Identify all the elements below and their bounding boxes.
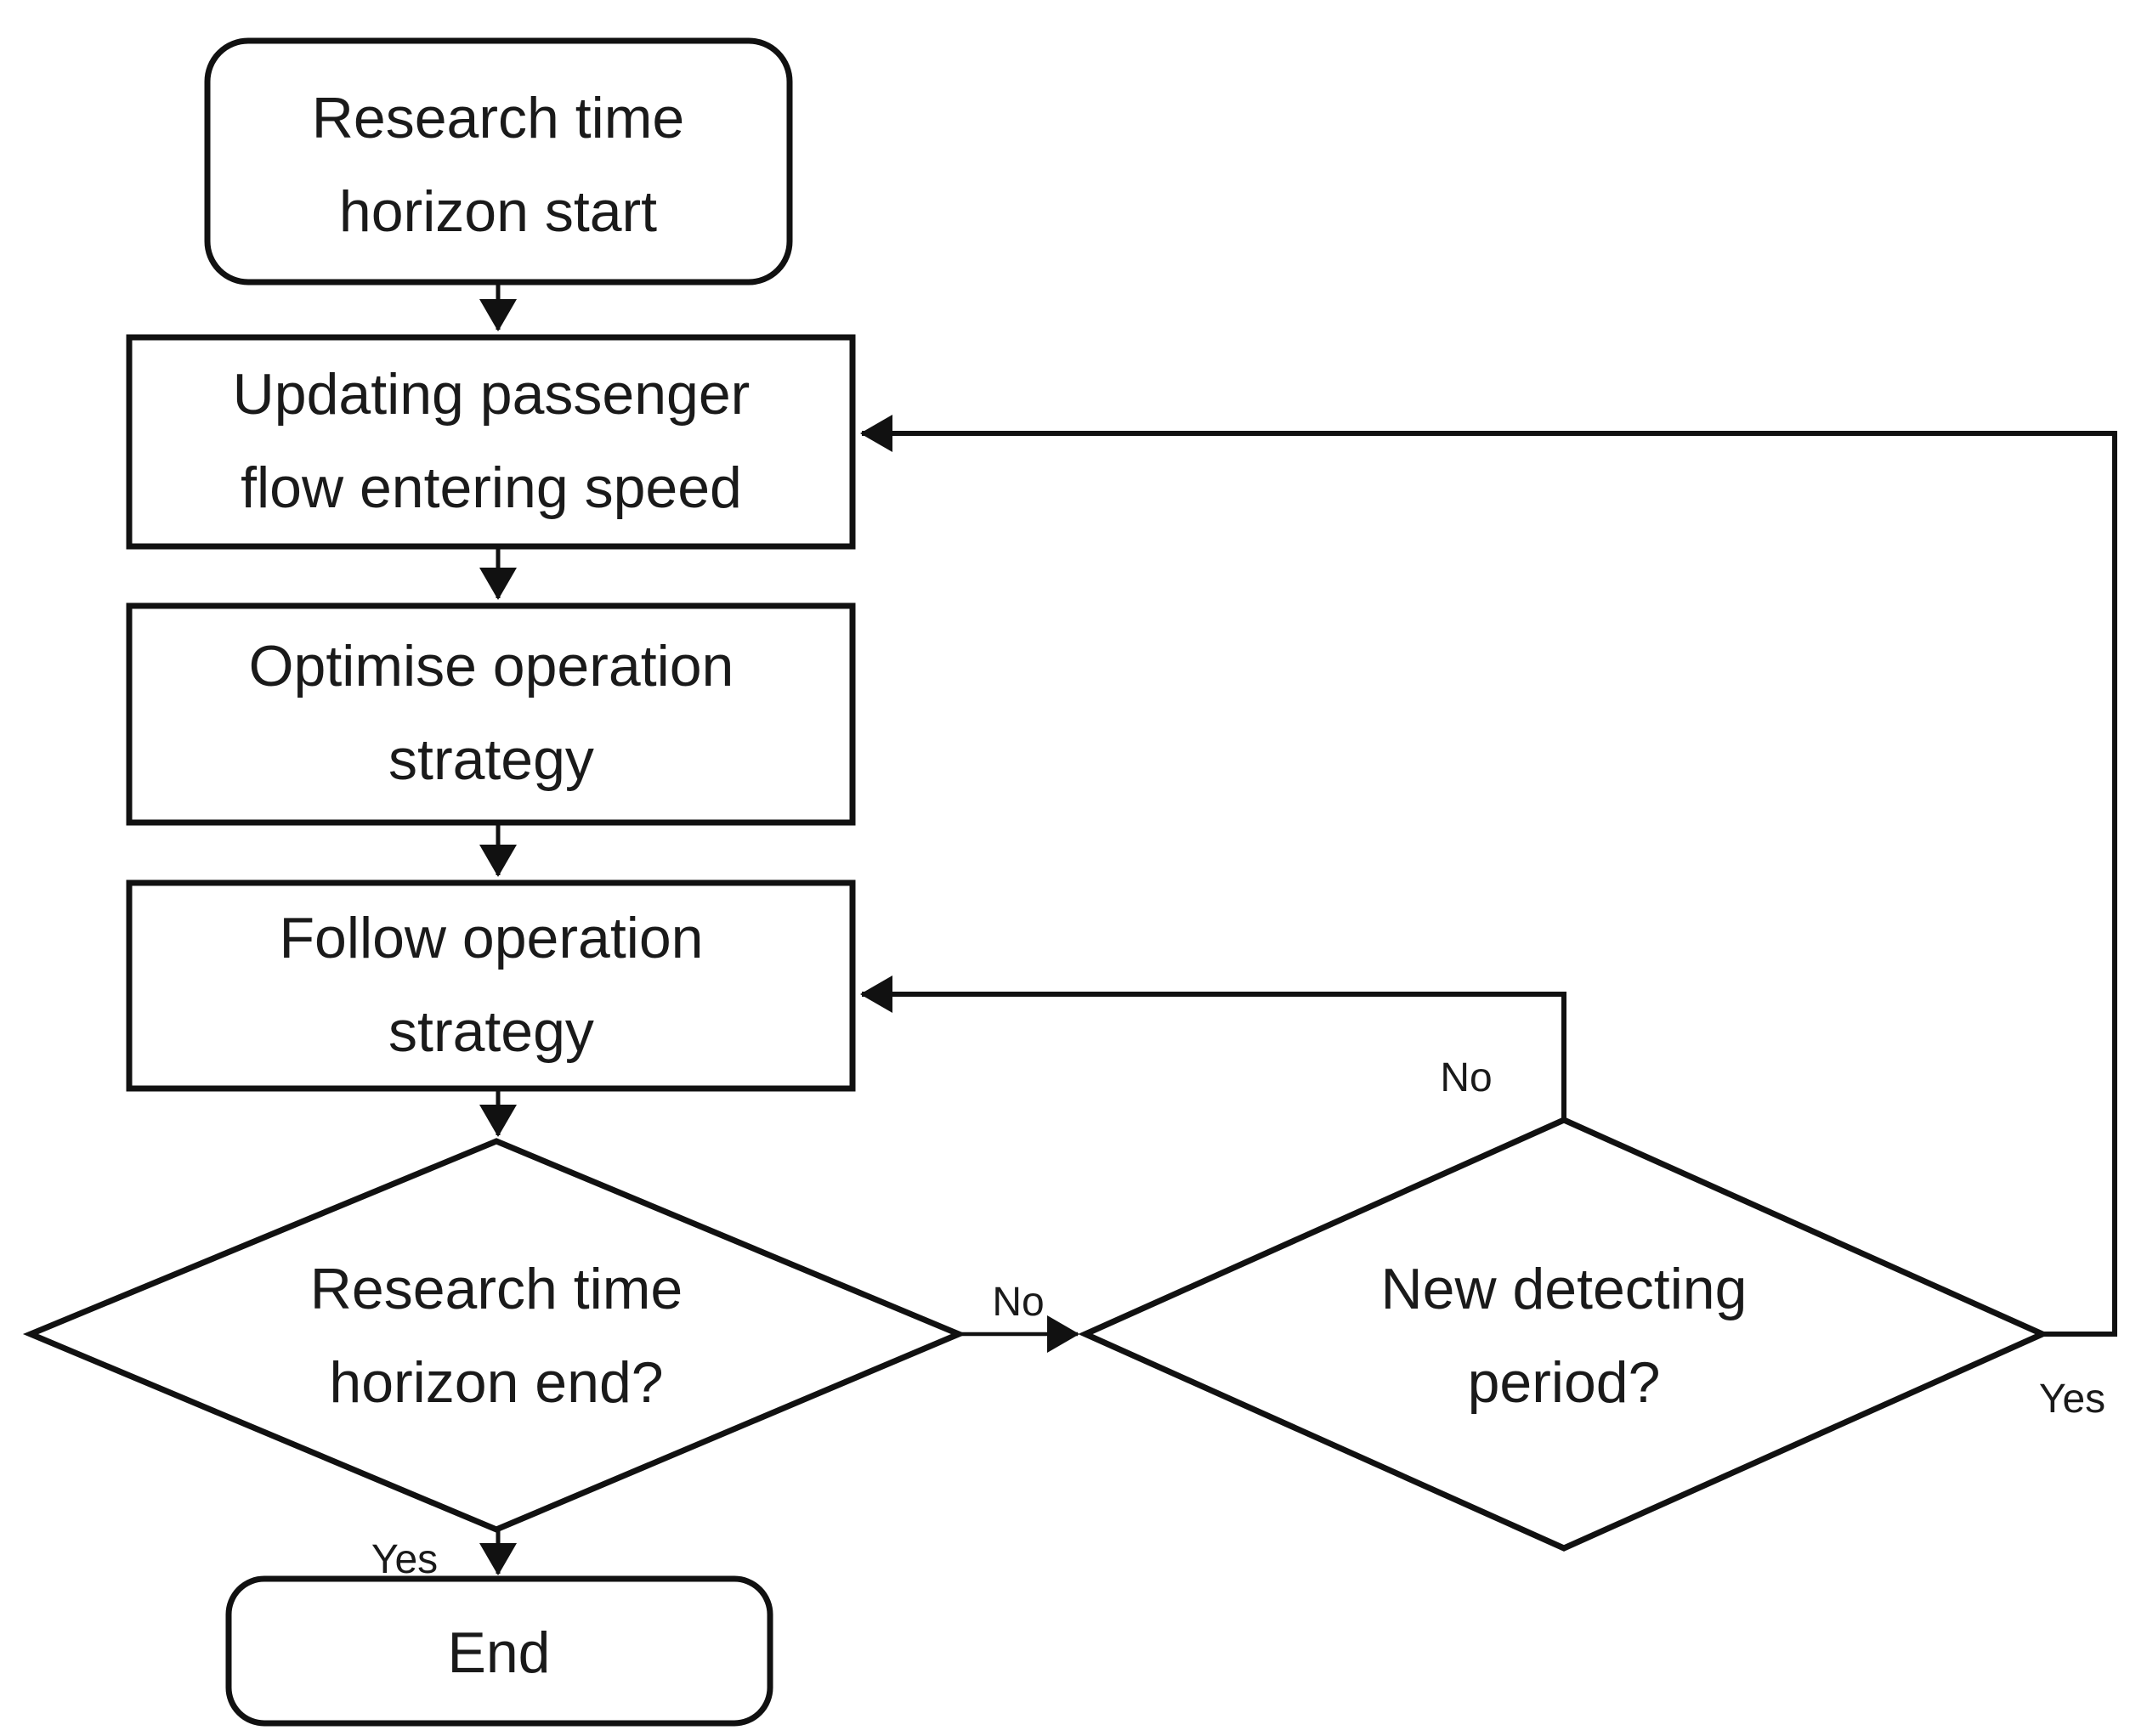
horizon-end-label-line1: Research time [310, 1257, 683, 1321]
edge-label-new-period-yes: Yes [2039, 1377, 2105, 1422]
arrow-new-period-to-follow [860, 975, 1566, 1120]
node-horizon-end-decision [22, 1138, 967, 1533]
end-label: End [448, 1620, 551, 1685]
edge-label-horizon-end-yes: Yes [371, 1537, 438, 1582]
new-period-label-line1: New detecting [1381, 1257, 1748, 1321]
follow-label-line2: strategy [388, 999, 594, 1064]
node-start-terminator [204, 37, 793, 286]
edge-label-horizon-end-no: No [992, 1280, 1044, 1325]
start-label-line2: horizon start [339, 179, 657, 244]
follow-label-line1: Follow operation [280, 906, 704, 970]
node-follow-process [126, 879, 856, 1092]
update-speed-label-line1: Updating passenger [233, 362, 751, 427]
arrow-new-period-to-update [860, 415, 2117, 1337]
edge-label-new-period-no: No [1440, 1055, 1492, 1100]
node-optimise-process [126, 602, 856, 826]
node-new-period-decision [1078, 1117, 2050, 1552]
node-end-terminator [225, 1575, 773, 1727]
optimise-label-line2: strategy [388, 727, 594, 792]
horizon-end-label-line2: horizon end? [329, 1350, 663, 1415]
start-label-line1: Research time [312, 86, 684, 150]
node-update-speed-process [126, 334, 856, 550]
new-period-label-line2: period? [1468, 1350, 1661, 1415]
optimise-label-line1: Optimise operation [249, 634, 734, 698]
update-speed-label-line2: flow entering speed [241, 455, 742, 520]
